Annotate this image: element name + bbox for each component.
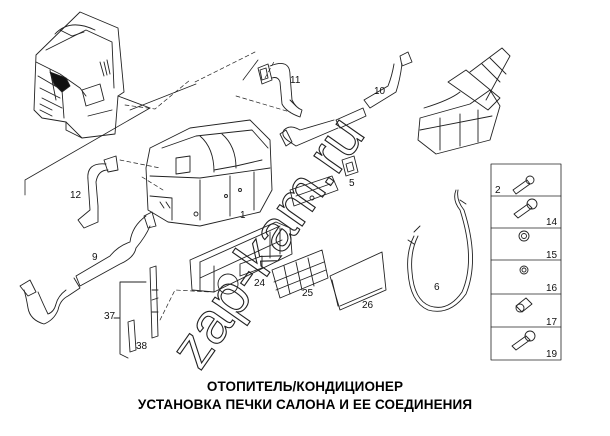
part-11-duct (257, 63, 303, 118)
leader-lines (119, 51, 291, 321)
frame-lines (24, 59, 259, 196)
callout-38: 38 (136, 341, 148, 352)
truck-cab-illustration (33, 11, 151, 139)
control-panel-part (289, 175, 339, 207)
fastener-label-2: 2 (495, 185, 501, 196)
fastener-label-16: 16 (546, 283, 558, 294)
callout-1: 1 (240, 210, 246, 221)
fastener-table (490, 163, 562, 361)
callout-9: 9 (92, 252, 98, 263)
part-5-bracket (341, 155, 359, 177)
part-25-filter (271, 249, 329, 299)
part-24-lower-housing (189, 221, 293, 295)
fastener-label-19: 19 (546, 349, 558, 360)
sleeve-nut-17-icon (515, 297, 533, 313)
dashboard-vent-assembly (417, 47, 511, 155)
fastener-label-17: 17 (546, 317, 558, 328)
part-1-heater-unit (145, 119, 273, 227)
screw-19-icon (511, 330, 536, 351)
diagram-subtitle: УСТАНОВКА ПЕЧКИ САЛОНА И ЕЕ СОЕДИНЕНИЯ (137, 397, 473, 412)
callout-37: 37 (104, 311, 116, 322)
part-10-duct (279, 51, 413, 147)
callout-10: 10 (374, 86, 386, 97)
diagram-title: ОТОПИТЕЛЬ/КОНДИЦИОНЕР (206, 379, 404, 394)
grommet-15-icon (518, 230, 530, 242)
part-12-duct (77, 155, 119, 229)
callout-11: 11 (290, 75, 301, 86)
fastener-label-15: 15 (546, 250, 558, 261)
part-37-38-drain-tubes (113, 265, 159, 359)
callout-25: 25 (302, 288, 314, 299)
part-6-cable (407, 189, 473, 312)
fastener-label-14: 14 (546, 217, 558, 228)
screw-2-icon (512, 175, 535, 195)
nut-16-icon (519, 265, 529, 275)
callout-5: 5 (349, 178, 355, 189)
watermark: zap-kam.ru (157, 105, 377, 380)
callout-6: 6 (434, 282, 440, 293)
part-26-panel (329, 251, 387, 311)
callout-12: 12 (70, 190, 82, 201)
part-9-duct (19, 211, 157, 325)
screw-14-icon (513, 198, 538, 219)
callout-24: 24 (254, 278, 266, 289)
callout-26: 26 (362, 300, 374, 311)
